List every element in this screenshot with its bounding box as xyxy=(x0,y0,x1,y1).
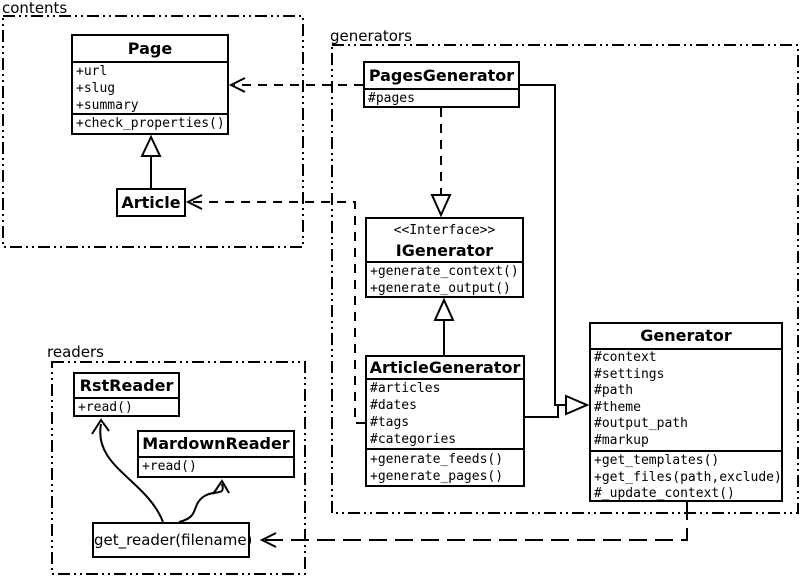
class-mardownreader-title: MardownReader xyxy=(142,434,290,453)
package-label-readers: readers xyxy=(47,343,104,361)
package-contents-border xyxy=(2,15,304,248)
mardownreader-method: +read() xyxy=(142,459,197,474)
class-page: Page +url +slug +summary +check_properti… xyxy=(71,34,229,135)
page-attribute: +summary xyxy=(76,98,139,113)
class-rstreader: RstReader +read() xyxy=(73,372,180,417)
generator-attribute: #settings xyxy=(594,366,665,382)
realization-pagesgenerator-to-igenerator-triangle xyxy=(430,194,452,218)
generator-attribute: #context xyxy=(594,350,657,365)
class-generator-title: Generator xyxy=(640,326,732,345)
arrow-getreader-to-rstreader-line xyxy=(99,423,164,523)
class-generator: Generator #context #settings #path #them… xyxy=(589,322,783,502)
articlegenerator-attribute: #articles xyxy=(370,381,441,396)
articlegenerator-method: +generate_feeds() xyxy=(370,452,504,467)
generator-method: +get_templates() xyxy=(594,453,720,468)
dependency-generator-to-getreader-arrowhead xyxy=(259,532,277,548)
generator-method: +get_files(path,exclude) xyxy=(594,469,781,485)
generalization-articlegenerator-to-generator-line xyxy=(525,405,559,418)
dependency-articlegenerator-to-article-line xyxy=(191,201,365,424)
function-get-reader: get_reader(filename) xyxy=(92,522,252,558)
igenerator-stereotype: <<Interface>> xyxy=(393,223,496,238)
class-article: Article xyxy=(116,188,186,217)
generator-attribute: #output_path xyxy=(594,416,688,432)
pagesgenerator-attribute: #pages xyxy=(368,91,415,106)
rstreader-method: +read() xyxy=(78,400,133,415)
page-attribute: +slug xyxy=(76,81,116,97)
generalization-pagesgenerator-to-generator-line xyxy=(520,84,566,406)
articlegenerator-attribute: #categories xyxy=(370,432,457,448)
class-pagesgenerator: PagesGenerator #pages xyxy=(363,61,520,108)
class-mardownreader: MardownReader +read() xyxy=(137,430,295,478)
igenerator-method: +generate_output() xyxy=(370,281,511,296)
package-readers-border xyxy=(51,361,306,575)
articlegenerator-attribute: #tags xyxy=(370,415,410,431)
generator-attribute: #markup xyxy=(594,432,649,448)
class-rstreader-title: RstReader xyxy=(79,376,174,395)
dependency-pagesgenerator-to-page-arrowhead xyxy=(228,77,246,93)
generator-attribute: #path xyxy=(594,383,634,399)
class-page-title: Page xyxy=(127,39,173,58)
page-method: +check_properties() xyxy=(76,116,225,131)
dependency-articlegenerator-to-article-arrowhead xyxy=(185,194,203,210)
generator-method: #_update_context() xyxy=(594,486,735,500)
arrow-getreader-to-rstreader-arrowhead xyxy=(91,418,110,435)
package-label-contents: contents xyxy=(2,0,68,17)
generalization-article-to-page-triangle xyxy=(140,134,162,157)
class-igenerator-title: IGenerator xyxy=(395,241,494,260)
igenerator-method: +generate_context() xyxy=(370,264,519,279)
dependency-generator-to-getreader-line xyxy=(264,502,688,541)
articlegenerator-method: +generate_pages() xyxy=(370,469,504,485)
arrow-getreader-to-mardownreader-line xyxy=(178,483,224,523)
generalization-to-generator-triangle xyxy=(565,394,590,416)
class-articlegenerator: ArticleGenerator #articles #dates #tags … xyxy=(365,355,525,487)
class-articlegenerator-title: ArticleGenerator xyxy=(369,358,521,377)
class-igenerator: <<Interface>> IGenerator +generate_conte… xyxy=(365,217,524,298)
class-article-title: Article xyxy=(121,193,181,212)
generator-attribute: #theme xyxy=(594,399,641,415)
package-generators-border xyxy=(331,44,799,514)
articlegenerator-attribute: #dates xyxy=(370,398,417,414)
package-label-generators: generators xyxy=(330,27,412,45)
arrow-getreader-to-mardownreader-arrowhead xyxy=(212,479,230,495)
class-pagesgenerator-title: PagesGenerator xyxy=(368,66,515,85)
page-attribute: +url xyxy=(76,64,108,79)
generalization-articlegenerator-to-igenerator-triangle xyxy=(433,297,455,321)
